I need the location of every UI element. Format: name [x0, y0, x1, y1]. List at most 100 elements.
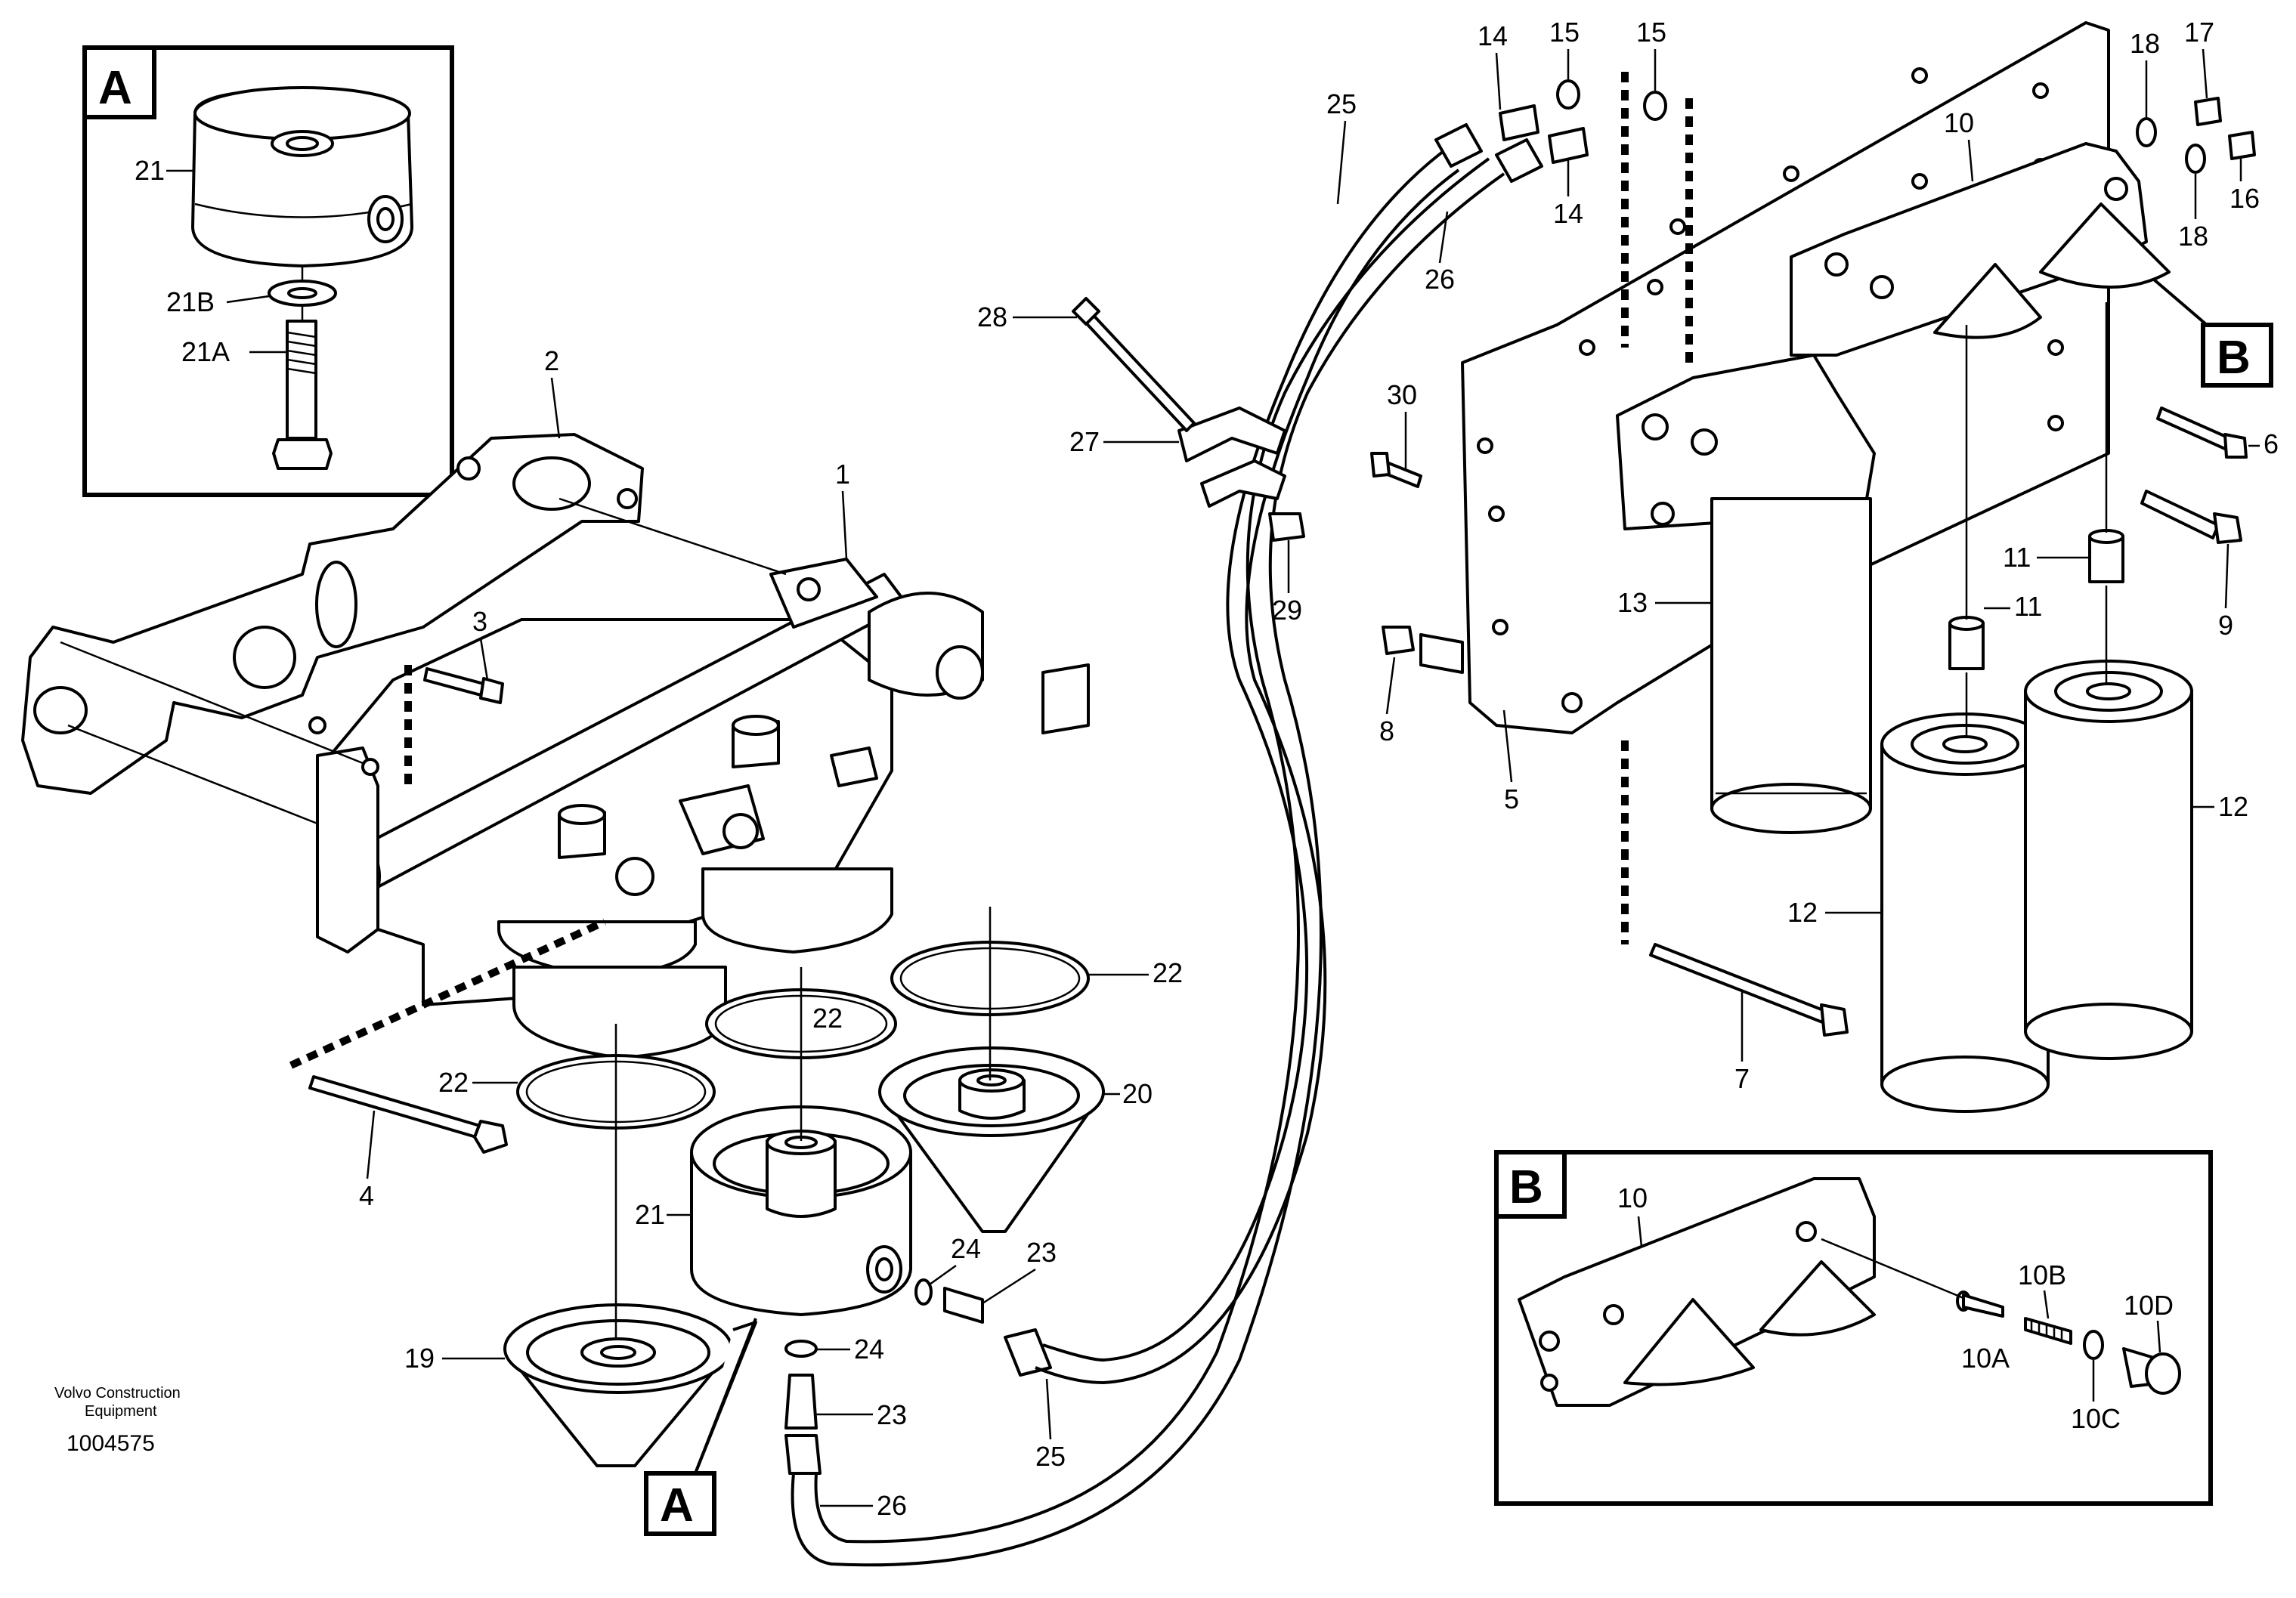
label-15-right: 15 [1636, 17, 1666, 48]
filter-cap-21-detail [191, 86, 413, 267]
label-5: 5 [1504, 784, 1519, 814]
filter-cap-21 [690, 1105, 912, 1316]
label-13: 13 [1617, 587, 1648, 618]
label-19: 19 [404, 1343, 435, 1374]
washer-18-lower [2185, 144, 2206, 174]
drawing-number: 1004575 [67, 1431, 155, 1456]
publisher-line-1: Volvo Construction [54, 1385, 181, 1402]
label-15-left: 15 [1549, 17, 1580, 48]
fitting-23-bottom [784, 1374, 818, 1430]
part-labels: 1 2 3 4 5 6 7 8 9 10 11 11 12 12 13 14 1… [359, 17, 2279, 1521]
fitting-14-lower [1548, 127, 1589, 164]
label-10d: 10D [2124, 1290, 2174, 1321]
label-18-upper: 18 [2130, 28, 2160, 59]
label-9: 9 [2218, 610, 2233, 641]
label-23-side: 23 [1026, 1237, 1057, 1268]
filter-head-10 [1790, 142, 2171, 357]
label-24-side: 24 [951, 1233, 981, 1264]
centrifuge-bowl-20 [878, 1046, 1105, 1233]
plug-16 [2228, 131, 2256, 160]
spring-10b [2024, 1317, 2072, 1345]
bolt-21a [272, 320, 333, 470]
label-26-bottom: 26 [877, 1490, 907, 1521]
label-17: 17 [2184, 17, 2214, 48]
detail-box-a: A 21 21B 21A [82, 45, 454, 497]
label-23-bottom: 23 [877, 1399, 907, 1430]
label-10c: 10C [2071, 1403, 2121, 1434]
bolt-28 [1072, 297, 1196, 432]
washer-15-left [1556, 79, 1580, 110]
detail-box-a-letter: A [98, 62, 132, 114]
washer-10c [2083, 1330, 2104, 1360]
label-3: 3 [472, 606, 487, 637]
detail-box-b-letter: B [1509, 1161, 1543, 1213]
callout-marker-a: A [644, 1318, 757, 1536]
label-10b: 10B [2018, 1260, 2066, 1290]
bolt-9 [2140, 490, 2242, 544]
label-22-mid: 22 [812, 1003, 843, 1034]
label-1: 1 [835, 459, 850, 490]
label-25-top: 25 [1326, 88, 1357, 119]
label-20: 20 [1122, 1078, 1153, 1109]
centrifuge-bowl-19 [503, 1303, 733, 1467]
label-14-upper: 14 [1478, 20, 1508, 51]
label-29: 29 [1272, 595, 1302, 626]
label-21b: 21B [166, 286, 215, 317]
label-7: 7 [1734, 1063, 1750, 1094]
callout-marker-b: B [2152, 278, 2273, 388]
oil-filter-12-left [1880, 712, 2050, 1113]
detail-box-b: B 10 10A 10B 10C [1494, 1150, 2213, 1506]
nipple-11-left [1948, 616, 1985, 670]
label-4: 4 [359, 1180, 374, 1211]
label-28: 28 [977, 301, 1007, 332]
label-21-detail: 21 [135, 155, 165, 186]
hose-clamp-27 [1177, 406, 1286, 508]
oil-filter-12-right [2024, 660, 2193, 1060]
washer-24-bottom [784, 1340, 818, 1358]
svg-text:A: A [660, 1479, 694, 1532]
nut-8 [1382, 626, 1464, 674]
label-10a: 10A [1961, 1343, 2010, 1374]
label-2: 2 [544, 345, 559, 376]
bolt-6 [2156, 406, 2248, 459]
label-11-left: 11 [2014, 591, 2042, 622]
label-21a: 21A [181, 336, 230, 367]
label-14-lower: 14 [1553, 198, 1583, 229]
label-25-bottom: 25 [1035, 1441, 1066, 1472]
publisher-line-2: Equipment [85, 1403, 157, 1420]
washer-18-upper [2136, 117, 2157, 147]
filter-head-10-detail [1518, 1177, 1876, 1407]
bolt-3 [404, 665, 504, 786]
label-12-right: 12 [2218, 791, 2248, 822]
label-24-bottom: 24 [854, 1334, 884, 1365]
svg-text:B: B [2217, 332, 2251, 384]
fitting-14-upper [1499, 104, 1539, 141]
plug-17 [2194, 97, 2222, 126]
document-id-block: Volvo Construction Equipment 1004575 [54, 1385, 181, 1456]
label-21: 21 [635, 1199, 665, 1230]
fitting-23-side [943, 1287, 984, 1324]
washer-24-side [914, 1278, 933, 1306]
label-10-detail: 10 [1617, 1182, 1648, 1213]
bolt-4 [289, 918, 607, 1154]
hose-25 [1004, 123, 1483, 1385]
label-22-left: 22 [438, 1067, 469, 1098]
nut-29 [1268, 512, 1305, 542]
filter-head-13 [1616, 354, 1876, 834]
label-16: 16 [2229, 183, 2260, 214]
label-8: 8 [1379, 716, 1394, 746]
bolt-30 [1370, 452, 1422, 488]
label-27: 27 [1069, 426, 1100, 457]
label-6: 6 [2264, 428, 2279, 459]
label-26-top: 26 [1425, 264, 1455, 295]
filter-housing-1 [21, 433, 1090, 1059]
plug-10d [2122, 1347, 2181, 1395]
nipple-11-right [2088, 529, 2124, 583]
label-18-lower: 18 [2178, 221, 2208, 252]
washer-21b [268, 280, 337, 307]
label-30: 30 [1387, 379, 1417, 410]
hose-26 [784, 138, 1543, 1567]
label-11-right: 11 [2003, 542, 2031, 573]
label-12-left: 12 [1787, 897, 1818, 928]
